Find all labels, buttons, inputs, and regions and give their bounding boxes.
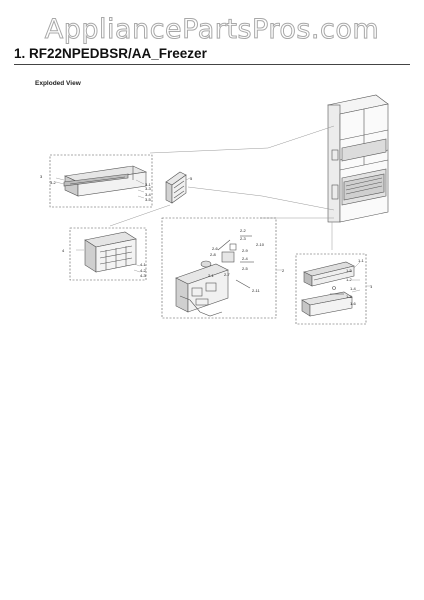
callout-1-6: 1-6 [350,301,357,306]
callout-2-5: 2-5 [242,266,249,271]
watermark-text: AppliancePartsPros.com [44,14,380,46]
callout-1-2: 1-2 [346,277,353,282]
callout-2-1: 2-1 [208,273,215,278]
callout-1-5: 1-5 [346,268,353,273]
leader-lines [109,125,335,250]
callout-1-3: 1-3 [346,294,353,299]
refrigerator-cabinet [327,94,389,223]
title-divider [14,64,410,65]
callout-2-11: 2-11 [252,288,260,293]
callout-2-9: 2-9 [242,248,249,253]
callout-1-4: 1-4 [350,286,357,291]
exploded-view-label: Exploded View [35,80,81,87]
callout-4-1: 4-1 [140,262,147,267]
callout-3-5: 3-5 [145,197,152,202]
callout-labels: 3 3-2 3-1 3-3 3-4 3-5 5 4 4-1 4-2 4-3 2 … [40,174,373,306]
callout-3-2: 3-2 [50,180,57,185]
page-title: 1. RF22NPEDBSR/AA_Freezer [14,46,207,61]
group-4-lower-drawer [69,227,147,281]
callout-1: 1 [370,284,373,289]
callout-2-6: 2-6 [212,246,219,251]
group-2-ice-maker-assembly [161,217,277,319]
group-3-upper-drawer [49,154,153,208]
callout-2-3: 2-3 [240,236,247,241]
callout-4-3: 4-3 [140,273,147,278]
callout-2: 2 [282,268,285,273]
callout-3-3: 3-3 [145,186,152,191]
callout-1-1: 1-1 [358,258,365,263]
callout-2-4: 2-4 [242,256,249,261]
callout-3: 3 [40,174,43,179]
callout-3-1: 3-1 [145,182,152,187]
callout-5: 5 [190,176,193,181]
callout-2-7: 2-7 [224,272,231,277]
part-leader-ticks [55,177,372,293]
group-1-ice-bucket-assembly [295,253,367,325]
callout-2-10: 2-10 [256,242,265,247]
callout-2-8: 2-8 [210,252,217,257]
callout-4-2: 4-2 [140,268,147,273]
part-5-divider [165,171,187,204]
callout-2-2: 2-2 [240,228,247,233]
callout-4: 4 [62,248,65,253]
callout-3-4: 3-4 [145,192,152,197]
